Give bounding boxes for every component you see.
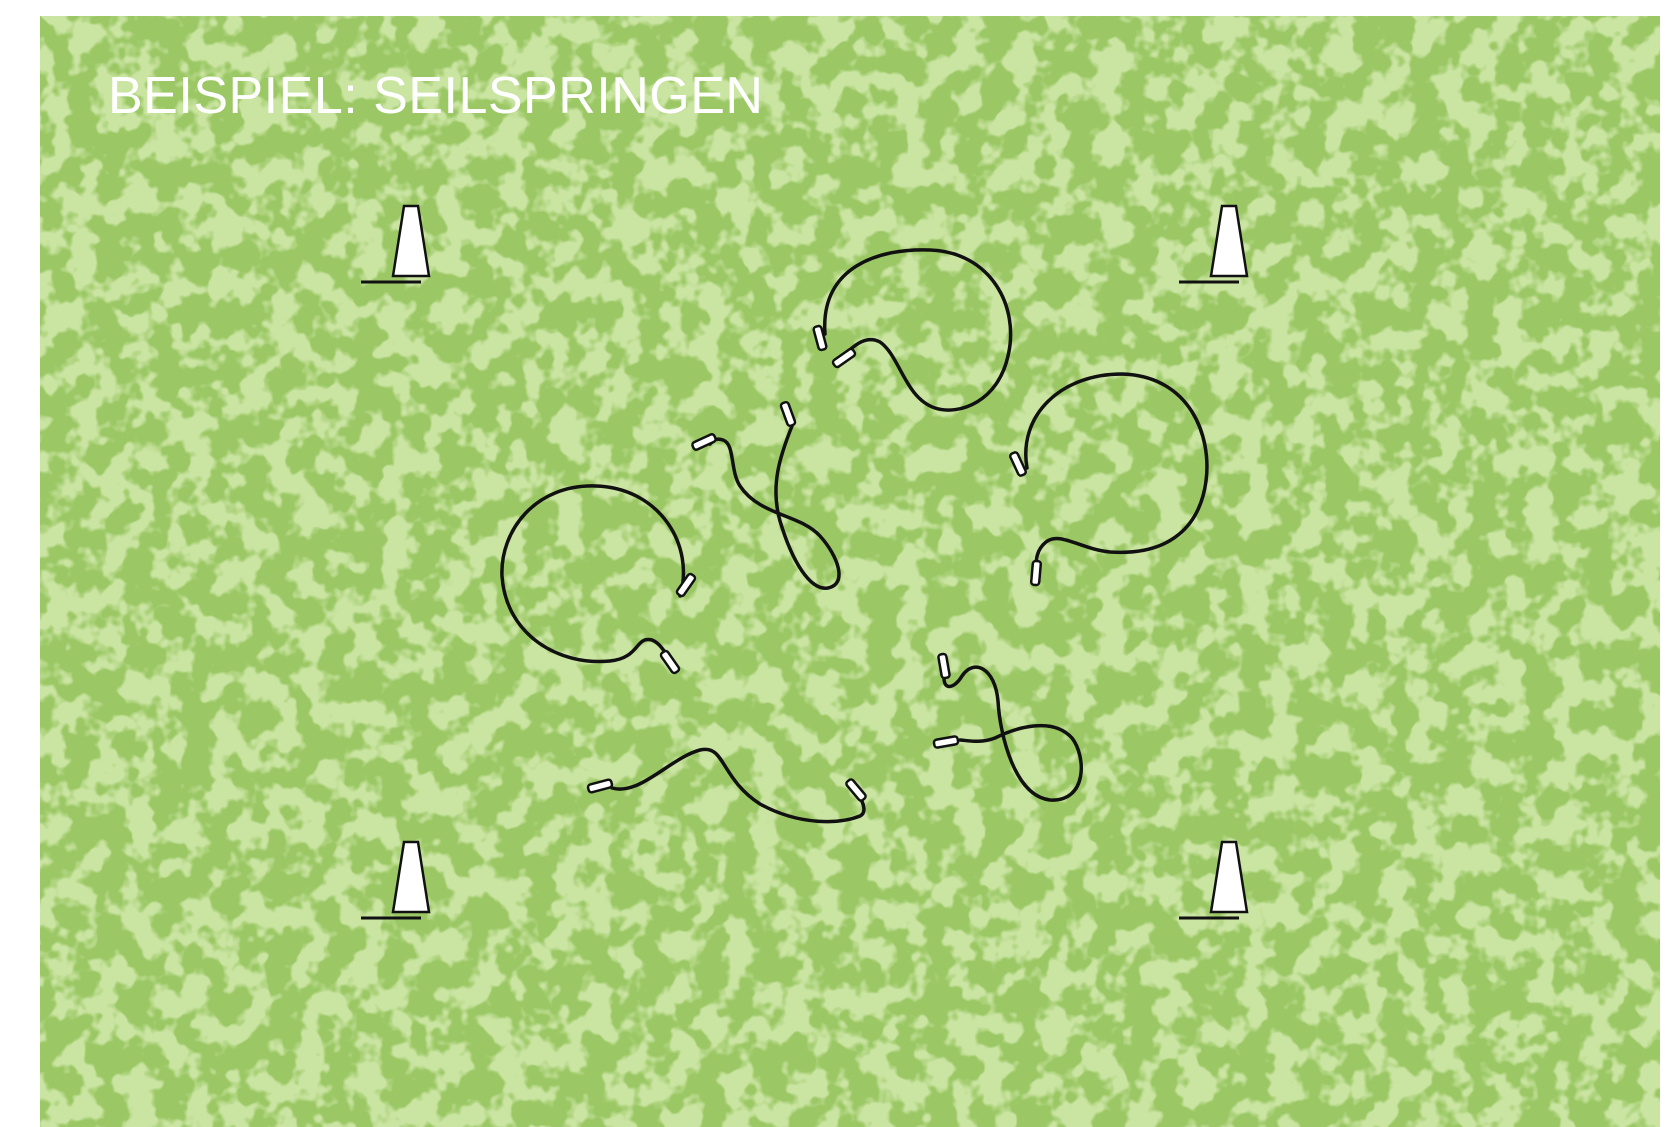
jump-rope-5 (586, 747, 867, 824)
rope-handle (586, 778, 614, 794)
rope-handle (691, 433, 717, 451)
jump-rope-3 (1009, 372, 1209, 587)
field-drawing (40, 16, 1660, 1127)
rope-handle (831, 347, 857, 369)
cone-bottom-left (361, 840, 431, 920)
sports-field: BEISPIEL: SEILSPRINGEN (40, 16, 1660, 1127)
rope-handle (779, 400, 797, 428)
page-title: BEISPIEL: SEILSPRINGEN (108, 67, 764, 125)
jump-rope-6 (932, 652, 1083, 802)
jump-rope-1 (812, 248, 1013, 412)
rope-handle (932, 735, 960, 749)
jump-rope-2 (691, 400, 841, 590)
field-texture (40, 16, 1660, 1127)
rope-handle (1009, 451, 1027, 477)
rope-handle (812, 324, 828, 352)
jump-rope-4 (500, 484, 697, 675)
rope-handle (1029, 559, 1043, 587)
cone-top-left (361, 204, 431, 284)
cone-top-right (1179, 204, 1249, 284)
rope-handle (845, 778, 867, 802)
rope-handle (937, 652, 951, 680)
cone-bottom-right (1179, 840, 1249, 920)
rope-handle (675, 572, 697, 598)
rope-handle (659, 649, 681, 675)
